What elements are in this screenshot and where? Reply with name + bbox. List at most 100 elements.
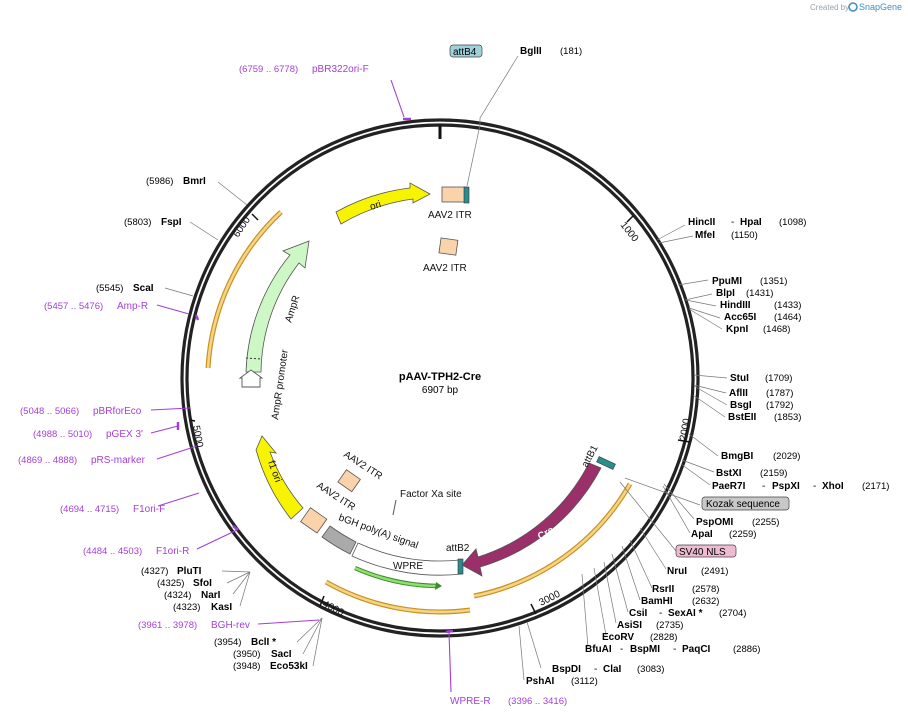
enzyme-hindiii[interactable]: HindIII [720, 300, 751, 311]
aav2-itr-lower[interactable] [300, 507, 328, 534]
primer-connectors [150, 79, 454, 693]
ampr-label: AmpR [283, 294, 302, 324]
attb4-box-label: attB4 [453, 47, 477, 58]
svg-text:(1098): (1098) [779, 217, 806, 228]
cre-feature[interactable] [461, 462, 602, 577]
aav2-itr-lower-inner[interactable] [337, 469, 361, 493]
enzyme-asisi[interactable]: AsiSI [617, 620, 642, 631]
primer-labels: (6759 .. 6778) pBR322ori-F (5457 .. 5476… [18, 64, 567, 707]
enzyme-nari[interactable]: NarI [201, 590, 221, 601]
attB1-label: attB1 [580, 443, 601, 469]
enzyme-fspi[interactable]: FspI [161, 217, 182, 228]
kozak-box[interactable] [701, 496, 790, 511]
bgh-polya-feature[interactable] [321, 525, 357, 555]
enzyme-rsrii[interactable]: RsrII [652, 584, 674, 595]
primer-pbrforeco[interactable]: pBRforEco [93, 406, 142, 417]
primer-wpre-r[interactable]: WPRE-R [450, 696, 491, 707]
svg-text:(2491): (2491) [701, 566, 728, 577]
factor-xa-label: Factor Xa site [400, 489, 462, 500]
aav2-itr-top-label: AAV2 ITR [428, 210, 472, 221]
svg-text:(1464): (1464) [774, 312, 801, 323]
primer-prs-marker[interactable]: pRS-marker [91, 455, 146, 466]
svg-text:(2704): (2704) [719, 608, 746, 619]
enzyme-mfei[interactable]: MfeI [695, 230, 715, 241]
enzyme-stui[interactable]: StuI [730, 373, 749, 384]
enzyme-bsgi[interactable]: BsgI [730, 400, 752, 411]
primer-pgex3[interactable]: pGEX 3' [106, 429, 143, 440]
enzyme-pshai[interactable]: PshAI [526, 676, 555, 687]
svg-text:(3396 .. 3416): (3396 .. 3416) [508, 696, 567, 707]
enzyme-sexai[interactable]: SexAI * [668, 608, 703, 619]
ampr-feature[interactable] [245, 240, 310, 373]
svg-text:(1150): (1150) [731, 230, 758, 241]
enzyme-ecorv[interactable]: EcoRV [602, 632, 634, 643]
enzyme-bmri[interactable]: BmrI [183, 176, 206, 187]
enzyme-nrui[interactable]: NruI [667, 566, 687, 577]
enzyme-ppumi[interactable]: PpuMI [712, 276, 742, 287]
enzyme-bspdi[interactable]: BspDI [552, 664, 581, 675]
tick-1000: 1000 [618, 220, 641, 245]
primer-f1ori-f[interactable]: F1ori-F [133, 504, 165, 515]
aav2-itr-inner[interactable] [438, 237, 459, 256]
ori-feature[interactable] [335, 182, 431, 225]
orange-arc-left [206, 211, 282, 369]
enzyme-kasi[interactable]: KasI [211, 602, 232, 613]
svg-text:-: - [673, 644, 676, 655]
enzyme-clai[interactable]: ClaI [603, 664, 622, 675]
svg-text:(4327): (4327) [141, 566, 168, 577]
enzyme-bfuai[interactable]: BfuAI [585, 644, 612, 655]
aav2-itr-top[interactable] [441, 186, 467, 203]
enzyme-pluti[interactable]: PluTI [177, 566, 202, 577]
enzyme-xhoi[interactable]: XhoI [822, 481, 844, 492]
enzyme-aflii[interactable]: AflII [729, 388, 748, 399]
f1-ori-feature[interactable] [255, 435, 304, 520]
enzyme-sfoi[interactable]: SfoI [193, 578, 212, 589]
svg-text:(181): (181) [560, 46, 582, 57]
enzyme-hincii[interactable]: HincII [688, 217, 715, 228]
enzyme-saci[interactable]: SacI [271, 649, 292, 660]
enzyme-csii[interactable]: CsiI [629, 608, 648, 619]
enzyme-blpi[interactable]: BlpI [716, 288, 735, 299]
enzyme-bstxi[interactable]: BstXI [716, 468, 742, 479]
enzyme-eco53ki[interactable]: Eco53kI [270, 661, 308, 672]
svg-text:(2578): (2578) [692, 584, 719, 595]
svg-text:(3083): (3083) [637, 664, 664, 675]
attb4-box[interactable] [449, 44, 483, 58]
aav2-itr-inner-label: AAV2 ITR [423, 263, 467, 274]
primer-bgh-rev[interactable]: BGH-rev [211, 620, 250, 631]
enzyme-pspomi[interactable]: PspOMI [696, 517, 733, 528]
primer-pbr322ori-f[interactable]: pBR322ori-F [312, 64, 369, 75]
primer-f1ori-r[interactable]: F1ori-R [156, 546, 189, 557]
enzyme-pspxi[interactable]: PspXI [772, 481, 800, 492]
svg-text:(6759 .. 6778): (6759 .. 6778) [239, 64, 298, 75]
sv40-box[interactable] [675, 544, 737, 558]
enzyme-hpai[interactable]: HpaI [740, 217, 762, 228]
sv40-box-label: SV40 NLS [679, 547, 726, 558]
svg-text:(4324): (4324) [164, 590, 191, 601]
kozak-box-label: Kozak sequence [706, 499, 780, 510]
enzyme-paqci[interactable]: PaqCI [682, 644, 711, 655]
enzyme-kpni[interactable]: KpnI [726, 324, 748, 335]
svg-text:(5048 .. 5066): (5048 .. 5066) [20, 406, 79, 417]
enzyme-paer7i[interactable]: PaeR7I [712, 481, 746, 492]
ampr-promoter-arrow[interactable] [238, 369, 264, 388]
enzyme-bcli[interactable]: BclI * [251, 637, 276, 648]
svg-text:(1468): (1468) [763, 324, 790, 335]
primer-amp-r[interactable]: Amp-R [117, 301, 148, 312]
svg-text:-: - [762, 481, 765, 492]
svg-text:(1431): (1431) [746, 288, 773, 299]
enzyme-bmgbi[interactable]: BmgBI [721, 451, 753, 462]
enzyme-bsteii[interactable]: BstEII [728, 412, 757, 423]
wpre-label: WPRE [393, 561, 423, 572]
enzyme-bspmi[interactable]: BspMI [630, 644, 660, 655]
enzyme-bamhi[interactable]: BamHI [641, 596, 673, 607]
enzyme-apai[interactable]: ApaI [691, 529, 713, 540]
ampr-promoter-label: AmpR promoter [270, 348, 291, 420]
svg-text:(2632): (2632) [692, 596, 719, 607]
enzyme-acc65i[interactable]: Acc65I [724, 312, 756, 323]
enzyme-scai[interactable]: ScaI [133, 283, 154, 294]
enzyme-bglii[interactable]: BglII [520, 46, 542, 57]
svg-text:(4694 .. 4715): (4694 .. 4715) [60, 504, 119, 515]
tick-2000: 2000 [678, 417, 693, 441]
svg-text:(4869 .. 4888): (4869 .. 4888) [18, 455, 77, 466]
